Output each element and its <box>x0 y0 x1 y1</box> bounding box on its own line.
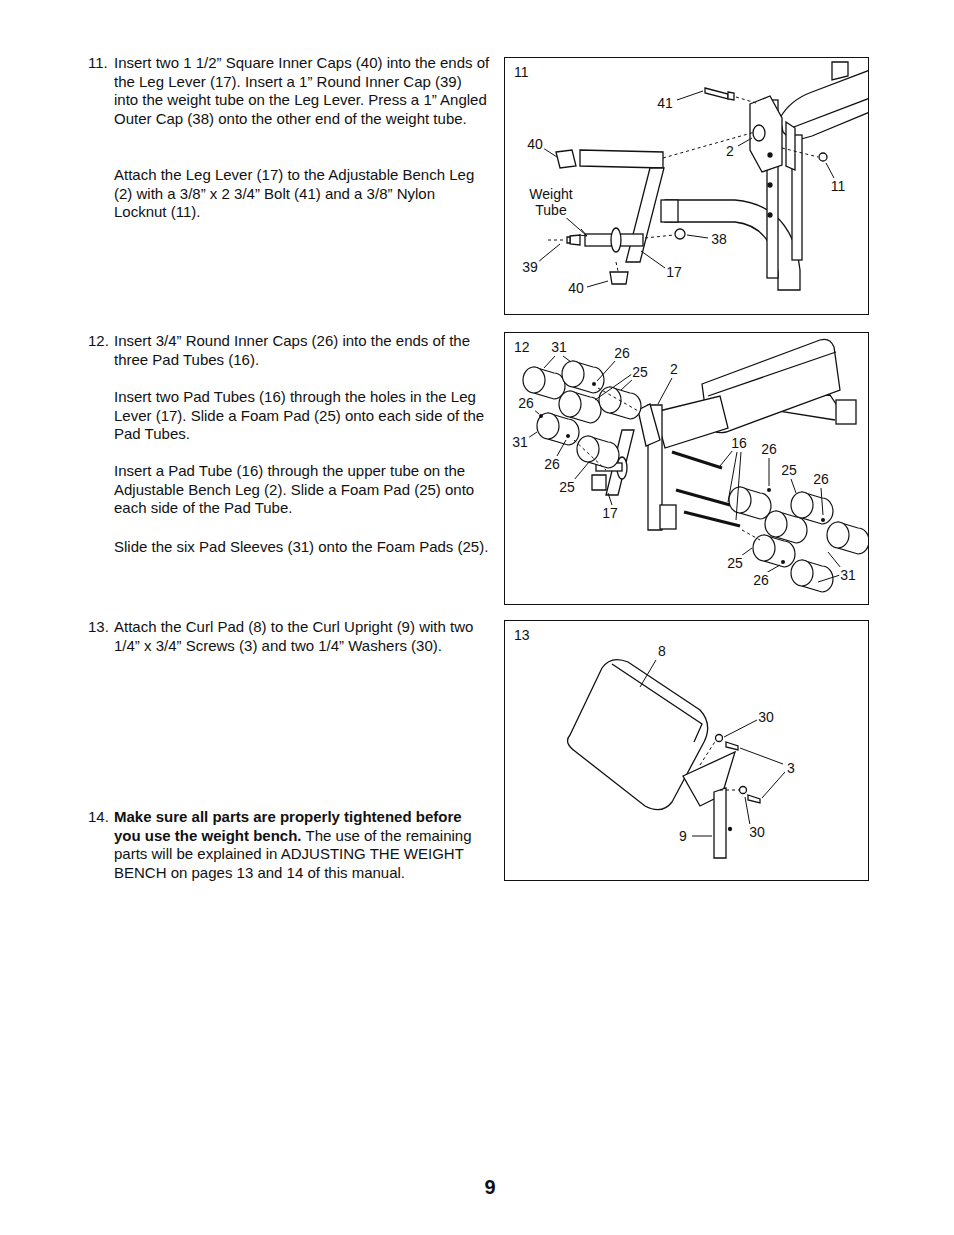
instruction-text: Attach the Curl Pad (8) to the Curl Upri… <box>114 618 490 655</box>
instruction-text: Insert two Pad Tubes (16) through the ho… <box>114 388 484 442</box>
step-13-figure <box>568 660 785 858</box>
callout-number: 38 <box>710 231 728 247</box>
callout-number: 31 <box>550 339 568 355</box>
callout-number: 26 <box>544 456 560 472</box>
callout-number: 26 <box>812 471 830 487</box>
step-number: 12. <box>88 332 109 351</box>
callout-number: 8 <box>657 643 667 659</box>
callout-number: 39 <box>521 259 539 275</box>
callout-number: Weight Tube <box>523 186 579 218</box>
callout-number: 2 <box>726 143 734 159</box>
callout-number: 25 <box>727 555 743 571</box>
callout-number: 25 <box>781 462 797 478</box>
callout-number: 38 <box>711 231 727 247</box>
callout-number: 3 <box>786 760 796 776</box>
step-number: 13. <box>88 618 109 637</box>
panel-number: 11 <box>514 64 529 80</box>
step-number: 14. <box>88 808 109 827</box>
callout-number: 25 <box>559 479 575 495</box>
callout-number: 31 <box>840 567 856 583</box>
callout-number: Weight Tube <box>529 186 572 218</box>
panel-number: 12 <box>514 339 530 355</box>
instruction-text: Slide the six Pad Sleeves (31) onto the … <box>114 538 488 555</box>
callout-number: 31 <box>511 434 529 450</box>
callout-number: 9 <box>678 828 688 844</box>
page-number: 9 <box>484 1176 495 1198</box>
callout-number: 2 <box>669 361 679 377</box>
callout-number: 40 <box>568 280 584 296</box>
callout-number: 11 <box>830 178 847 194</box>
callout-number: 26 <box>760 441 778 457</box>
callout-number: 25 <box>726 555 744 571</box>
step-number: 11. <box>88 54 108 73</box>
callout-number: 30 <box>757 709 775 725</box>
callout-number: 26 <box>543 456 561 472</box>
callout-number: 16 <box>730 435 748 451</box>
instruction-text: Attach the Curl Pad (8) to the Curl Upri… <box>114 618 473 654</box>
callout-number: 16 <box>731 435 747 451</box>
callout-number: 17 <box>666 264 682 280</box>
instruction-text: Make sure all parts are properly tighten… <box>114 808 490 882</box>
instruction-text: Insert a Pad Tube (16) through the upper… <box>114 462 490 518</box>
instruction-text: Insert 3/4” Round Inner Caps (26) into t… <box>114 332 470 368</box>
callout-number: 26 <box>613 345 631 361</box>
callout-number: 31 <box>551 339 567 355</box>
step-11-figure <box>538 62 868 290</box>
instruction-text: Insert two 1 1/2” Square Inner Caps (40)… <box>114 54 490 128</box>
step-12-figure <box>523 339 868 592</box>
callout-number: 25 <box>558 479 576 495</box>
callout-number: 2 <box>725 143 735 159</box>
callout-number: 26 <box>614 345 630 361</box>
callout-number: 39 <box>522 259 538 275</box>
instruction-text: Attach the Leg Lever (17) to the Adjusta… <box>114 166 474 220</box>
step-number: 11. <box>88 54 108 71</box>
callout-number: 40 <box>567 280 585 296</box>
step-number: 14. <box>88 808 109 825</box>
callout-number: 25 <box>631 364 649 380</box>
instruction-text: Attach the Leg Lever (17) to the Adjusta… <box>114 166 490 222</box>
step-number: 13. <box>88 618 109 635</box>
callout-number: 25 <box>780 462 798 478</box>
callout-number: 30 <box>749 824 765 840</box>
callout-number: 26 <box>753 572 769 588</box>
instruction-text: Slide the six Pad Sleeves (31) onto the … <box>114 538 490 557</box>
callout-number: 26 <box>813 471 829 487</box>
instruction-text: Insert 3/4” Round Inner Caps (26) into t… <box>114 332 490 369</box>
step-number: 12. <box>88 332 109 349</box>
instruction-text: Insert two 1 1/2” Square Inner Caps (40)… <box>114 54 489 127</box>
panel-number: 13 <box>514 627 530 643</box>
instruction-text: Insert two Pad Tubes (16) through the ho… <box>114 388 490 444</box>
callout-number: 31 <box>839 567 857 583</box>
callout-number: 41 <box>657 95 673 111</box>
callout-number: 17 <box>602 505 618 521</box>
callout-number: 17 <box>601 505 619 521</box>
callout-number: 25 <box>632 364 648 380</box>
page-number: 9 <box>484 1176 495 1199</box>
callout-number: 26 <box>752 572 770 588</box>
callout-number: 11 <box>831 178 846 194</box>
callout-number: 17 <box>665 264 683 280</box>
callout-number: 26 <box>761 441 777 457</box>
callout-number: 26 <box>517 395 535 411</box>
callout-number: 8 <box>658 643 666 659</box>
callout-number: 41 <box>656 95 674 111</box>
instruction-text: Insert a Pad Tube (16) through the upper… <box>114 462 474 516</box>
callout-number: 9 <box>679 828 687 844</box>
callout-number: 31 <box>512 434 528 450</box>
callout-number: 30 <box>758 709 774 725</box>
callout-number: 40 <box>527 136 543 152</box>
callout-number: 3 <box>787 760 795 776</box>
callout-number: 30 <box>748 824 766 840</box>
callout-number: 2 <box>670 361 678 377</box>
callout-number: 26 <box>518 395 534 411</box>
callout-number: 40 <box>526 136 544 152</box>
